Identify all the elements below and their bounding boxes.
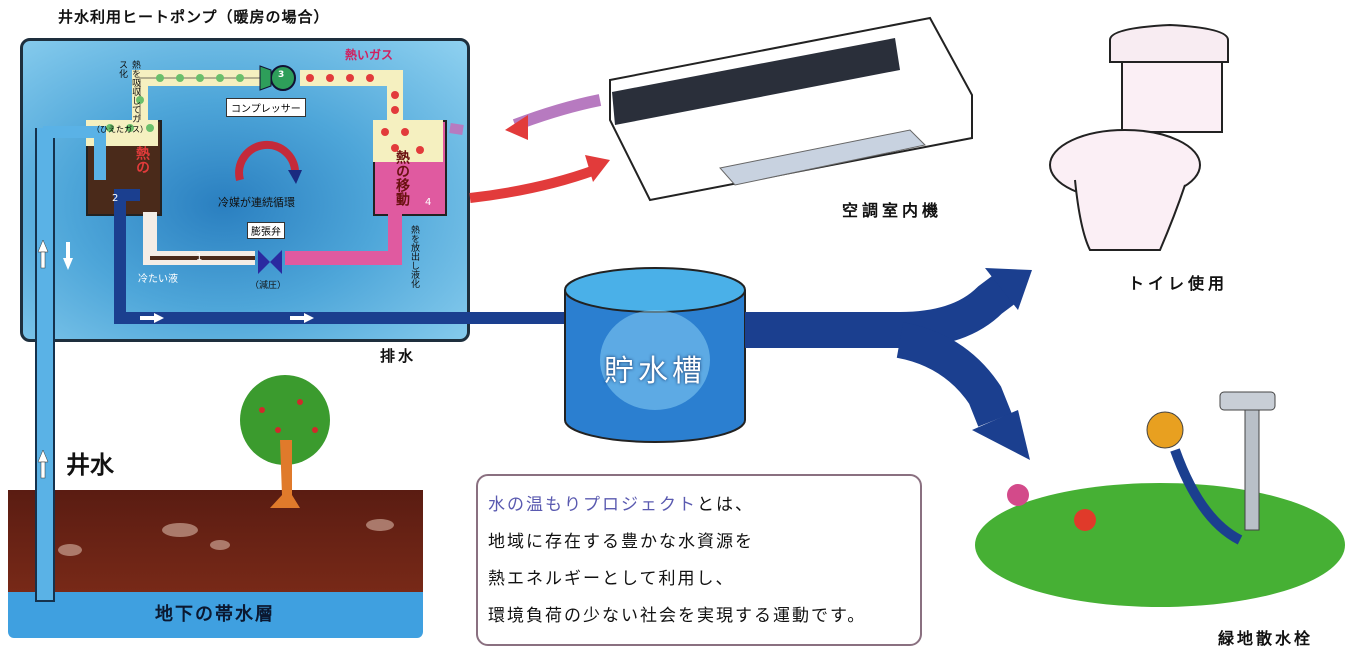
step-2-marker: 2 [112, 193, 119, 204]
expansion-valve-label: 膨張弁 [247, 222, 285, 239]
project-name: 水の温もりプロジェクト [488, 495, 697, 515]
garden-hydrant-icon [975, 391, 1345, 607]
toilet-supply-flow [745, 270, 1021, 348]
absorb-heat-label: 熱を吸収してガス化 [117, 60, 140, 123]
well-up-arrows [37, 239, 49, 479]
air-conditioner-label: 空調室内機 [842, 201, 943, 220]
hydrant-label: 緑地散水栓 [1218, 629, 1314, 648]
description-line-3: 熱エネルギーとして利用し、 [488, 569, 735, 589]
supply-arrow [469, 165, 597, 203]
drain-label: 排水 [380, 347, 417, 365]
hot-gas-label: 熱いガス [345, 48, 394, 62]
well-inlet-pipe [37, 126, 106, 180]
well-down-arrow [63, 242, 73, 270]
air-conditioner-icon [609, 16, 973, 202]
well-water-label: 井水 [66, 451, 114, 479]
condenser-gas-zone [373, 120, 443, 162]
ground-stones [58, 519, 394, 556]
cold-liquid-label: 冷たい液 [138, 274, 178, 285]
aquifer-label: 地下の帯水層 [155, 604, 275, 625]
compressor-number: 3 [278, 70, 285, 80]
storage-tank-label: 貯水槽 [604, 354, 706, 389]
description-line-1-rest: とは、 [697, 495, 754, 515]
cycle-arrow-icon [235, 140, 300, 182]
hot-gas-dots [306, 74, 424, 154]
supply-arrow-icon [585, 155, 610, 182]
heat-left-label: 熱の [134, 146, 150, 174]
hot-gas-pipe [300, 70, 403, 120]
cold-gas-dots [106, 74, 244, 132]
expansion-valve-icon [258, 250, 270, 274]
return-arrow-icon [505, 115, 528, 140]
compressor-label: コンプレッサー [226, 98, 306, 117]
step-1-marker: 1 [196, 252, 203, 263]
release-heat-label: 熱を放出し液化 [409, 225, 419, 288]
toilet-label: トイレ使用 [1128, 274, 1229, 293]
toilet-icon [1049, 23, 1229, 251]
description-box [476, 474, 922, 646]
drain-pipe [114, 189, 580, 324]
cooled-gas-label: （ひえたガス） [92, 125, 148, 134]
aquifer [8, 592, 423, 638]
decompression-label: （減圧） [250, 281, 287, 291]
description-line-2: 地域に存在する豊かな水資源を [488, 532, 754, 552]
step-4-marker: 4 [425, 197, 432, 208]
warm-liquid-pipe [285, 212, 402, 265]
description-line-1: 水の温もりプロジェクトとは、 [488, 490, 754, 515]
refrigerant-cycle-label: 冷媒が連続循環 [218, 196, 295, 209]
description-line-4: 環境負荷の少ない社会を実現する運動です。 [488, 606, 867, 626]
heat-transfer-label: 熱の移動 [394, 150, 410, 206]
tree-icon [240, 375, 330, 508]
hydrant-supply-flow [896, 322, 1012, 427]
drain-flow-arrows [140, 313, 314, 323]
cold-liquid-pipe [143, 212, 255, 265]
diagram-title: 井水利用ヒートポンプ（暖房の場合） [58, 8, 330, 26]
